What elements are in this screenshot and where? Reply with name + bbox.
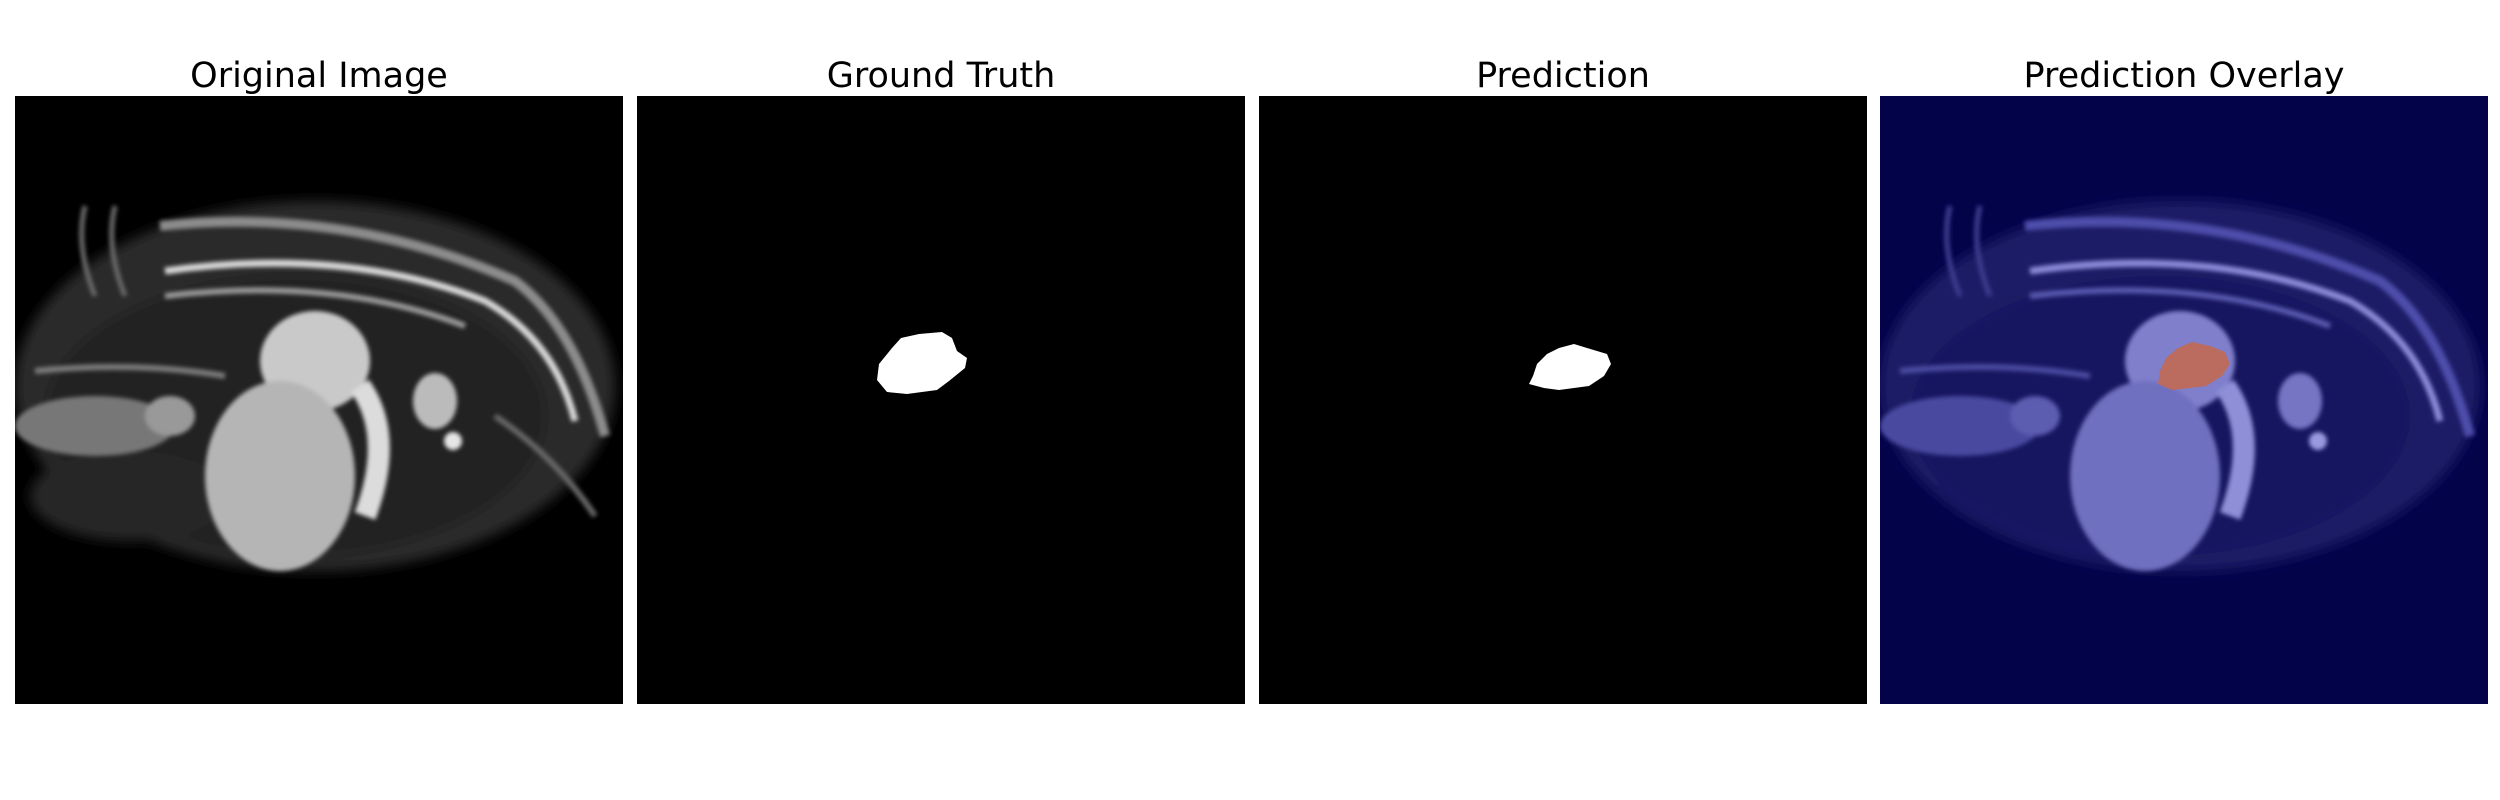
prediction-panel	[1259, 96, 1867, 704]
panel-title-ground-truth: Ground Truth	[826, 56, 1056, 96]
ground-truth-mask	[637, 96, 1245, 704]
overlay-lesion	[2158, 342, 2230, 390]
panel-title-prediction: Prediction	[1476, 56, 1650, 96]
ground-truth-lesion	[877, 332, 967, 394]
prediction-mask	[1259, 96, 1867, 704]
prediction-overlay-image	[1880, 96, 2488, 704]
original-mri-image	[15, 96, 623, 704]
prediction-lesion	[1529, 344, 1611, 390]
ground-truth-panel	[637, 96, 1245, 704]
panel-title-prediction-overlay: Prediction Overlay	[2023, 56, 2345, 96]
prediction-overlay-panel	[1880, 96, 2488, 704]
original-image-panel	[15, 96, 623, 704]
panel-title-original: Original Image	[190, 56, 448, 96]
